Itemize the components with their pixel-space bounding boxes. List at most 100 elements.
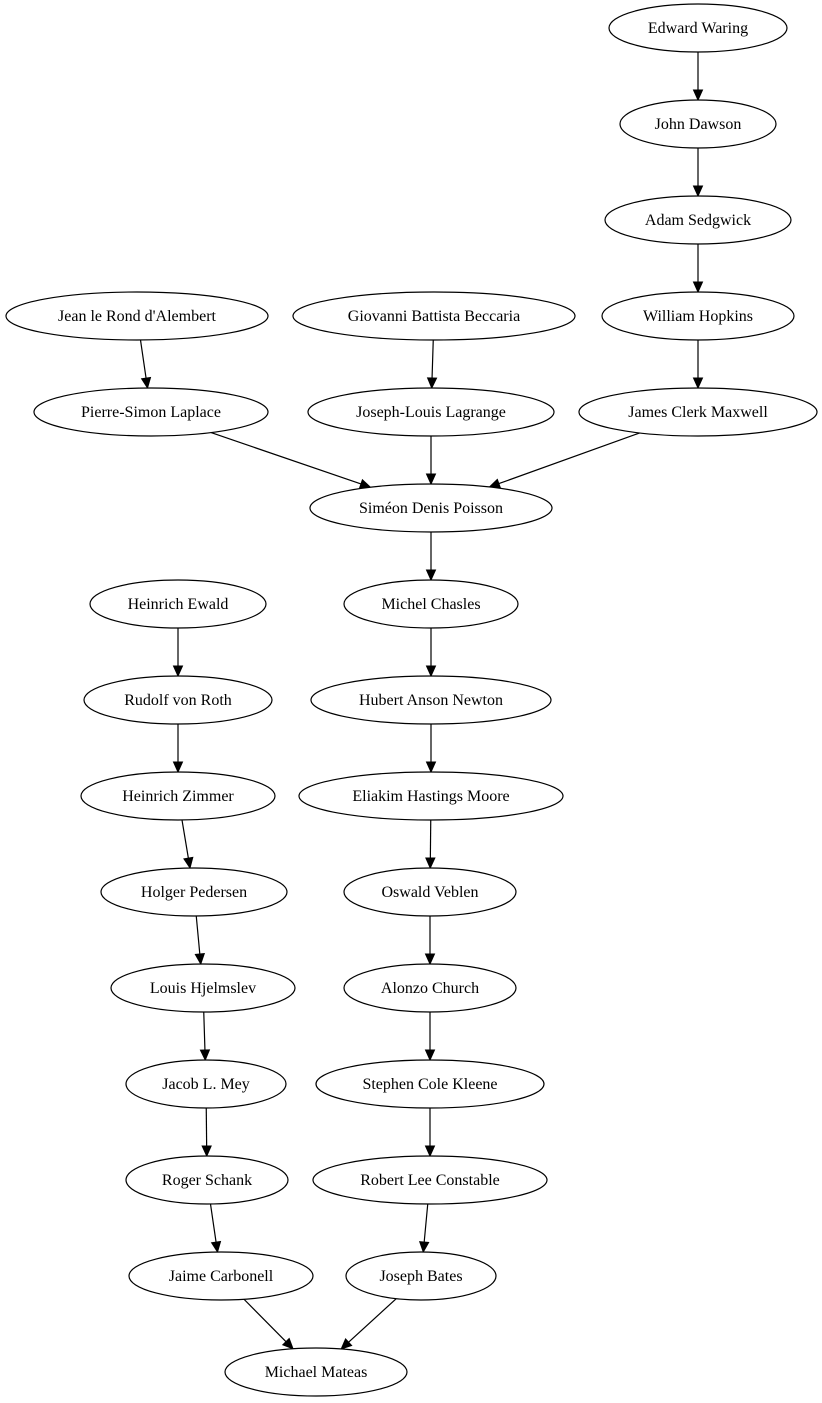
edge-line (195, 915, 201, 955)
arrowhead-icon (426, 377, 438, 390)
node-ellipse (80, 771, 276, 821)
arrowhead-icon (199, 1049, 211, 1062)
node-label: Rudolf von Roth (124, 692, 232, 709)
node-pedersen[interactable]: Holger Pedersen (100, 867, 288, 917)
node-label: James Clerk Maxwell (628, 404, 768, 421)
arrowhead-icon (424, 1145, 436, 1158)
arrowhead-icon (172, 665, 184, 678)
edge-line (431, 339, 434, 379)
edge-veblen-to-church (424, 916, 436, 966)
edge-beccaria-to-lagrange (426, 339, 438, 390)
node-ellipse (128, 1251, 314, 1301)
arrowhead-icon (692, 377, 704, 390)
node-label: Holger Pedersen (141, 884, 247, 901)
edge-moore-to-veblen (425, 819, 436, 870)
node-ellipse (298, 771, 564, 821)
node-ellipse (309, 483, 553, 533)
node-ewald[interactable]: Heinrich Ewald (89, 579, 267, 629)
arrowhead-icon (172, 761, 184, 774)
node-lagrange[interactable]: Joseph-Louis Lagrange (307, 387, 555, 437)
arrowhead-icon (425, 569, 437, 582)
edge-line (210, 432, 362, 485)
node-ellipse (89, 579, 267, 629)
node-label: Adam Sedgwick (645, 212, 751, 229)
node-bates[interactable]: Joseph Bates (345, 1251, 497, 1301)
edge-line (498, 432, 640, 485)
node-label: Oswald Veblen (381, 884, 478, 901)
edge-hopkins-to-maxwell (692, 340, 704, 390)
node-dawson[interactable]: John Dawson (619, 99, 777, 149)
arrowhead-icon (194, 953, 206, 966)
node-sedgwick[interactable]: Adam Sedgwick (604, 195, 792, 245)
node-constable[interactable]: Robert Lee Constable (312, 1155, 548, 1205)
node-hjelmslev[interactable]: Louis Hjelmslev (110, 963, 296, 1013)
edge-newton-to-moore (425, 724, 437, 774)
node-mey[interactable]: Jacob L. Mey (125, 1059, 287, 1109)
node-label: Michael Mateas (265, 1364, 368, 1381)
edge-schank-to-carbonell (209, 1203, 222, 1254)
node-veblen[interactable]: Oswald Veblen (343, 867, 517, 917)
edge-lagrange-to-poisson (425, 436, 437, 486)
arrowhead-icon (281, 1337, 294, 1350)
node-hopkins[interactable]: William Hopkins (601, 291, 795, 341)
node-ellipse (345, 1251, 497, 1301)
node-laplace[interactable]: Pierre-Simon Laplace (33, 387, 269, 437)
edge-ewald-to-roth (172, 628, 184, 678)
node-waring[interactable]: Edward Waring (608, 3, 788, 53)
node-ellipse (604, 195, 792, 245)
node-ellipse (110, 963, 296, 1013)
node-roth[interactable]: Rudolf von Roth (83, 675, 273, 725)
node-zimmer[interactable]: Heinrich Zimmer (80, 771, 276, 821)
node-label: Joseph-Louis Lagrange (356, 404, 506, 421)
node-label: Jacob L. Mey (162, 1076, 250, 1093)
edge-carbonell-to-mateas (243, 1298, 294, 1350)
node-label: Michel Chasles (381, 596, 480, 613)
edge-dalembert-to-laplace (139, 339, 152, 390)
node-label: Robert Lee Constable (360, 1172, 500, 1189)
arrowhead-icon (201, 1145, 212, 1158)
node-dalembert[interactable]: Jean le Rond d'Alembert (5, 291, 269, 341)
arrowhead-icon (692, 281, 704, 294)
node-church[interactable]: Alonzo Church (343, 963, 517, 1013)
node-ellipse (125, 1155, 289, 1205)
node-label: Stephen Cole Kleene (362, 1076, 497, 1093)
node-label: Pierre-Simon Laplace (81, 404, 221, 421)
node-ellipse (312, 1155, 548, 1205)
edge-bates-to-mateas (340, 1298, 397, 1350)
node-ellipse (310, 675, 552, 725)
arrowhead-icon (424, 953, 436, 966)
node-moore[interactable]: Eliakim Hastings Moore (298, 771, 564, 821)
edge-waring-to-dawson (692, 52, 704, 102)
node-ellipse (5, 291, 269, 341)
arrowhead-icon (425, 857, 436, 870)
node-newton[interactable]: Hubert Anson Newton (310, 675, 552, 725)
node-mateas[interactable]: Michael Mateas (224, 1347, 408, 1397)
node-label: Heinrich Zimmer (122, 788, 234, 805)
node-label: Jaime Carbonell (169, 1268, 274, 1285)
arrowhead-icon (418, 1241, 430, 1254)
edge-pedersen-to-hjelmslev (194, 915, 206, 966)
arrowhead-icon (210, 1240, 222, 1254)
edge-chasles-to-newton (425, 628, 437, 678)
edge-roth-to-zimmer (172, 724, 184, 774)
node-label: Eliakim Hastings Moore (352, 788, 509, 805)
node-ellipse (33, 387, 269, 437)
edge-zimmer-to-pedersen (181, 819, 194, 870)
edge-line (203, 1011, 206, 1051)
node-label: John Dawson (655, 116, 742, 133)
node-label: William Hopkins (643, 308, 753, 325)
node-schank[interactable]: Roger Schank (125, 1155, 289, 1205)
node-label: Hubert Anson Newton (359, 692, 503, 709)
node-label: Alonzo Church (381, 980, 479, 997)
edge-dawson-to-sedgwick (692, 148, 704, 198)
node-label: Joseph Bates (379, 1268, 462, 1285)
edge-kleene-to-constable (424, 1108, 436, 1158)
node-chasles[interactable]: Michel Chasles (343, 579, 519, 629)
node-kleene[interactable]: Stephen Cole Kleene (315, 1059, 545, 1109)
node-poisson[interactable]: Siméon Denis Poisson (309, 483, 553, 533)
node-ellipse (343, 579, 519, 629)
node-carbonell[interactable]: Jaime Carbonell (128, 1251, 314, 1301)
node-beccaria[interactable]: Giovanni Battista Beccaria (292, 291, 576, 341)
node-maxwell[interactable]: James Clerk Maxwell (578, 387, 818, 437)
node-ellipse (224, 1347, 408, 1397)
